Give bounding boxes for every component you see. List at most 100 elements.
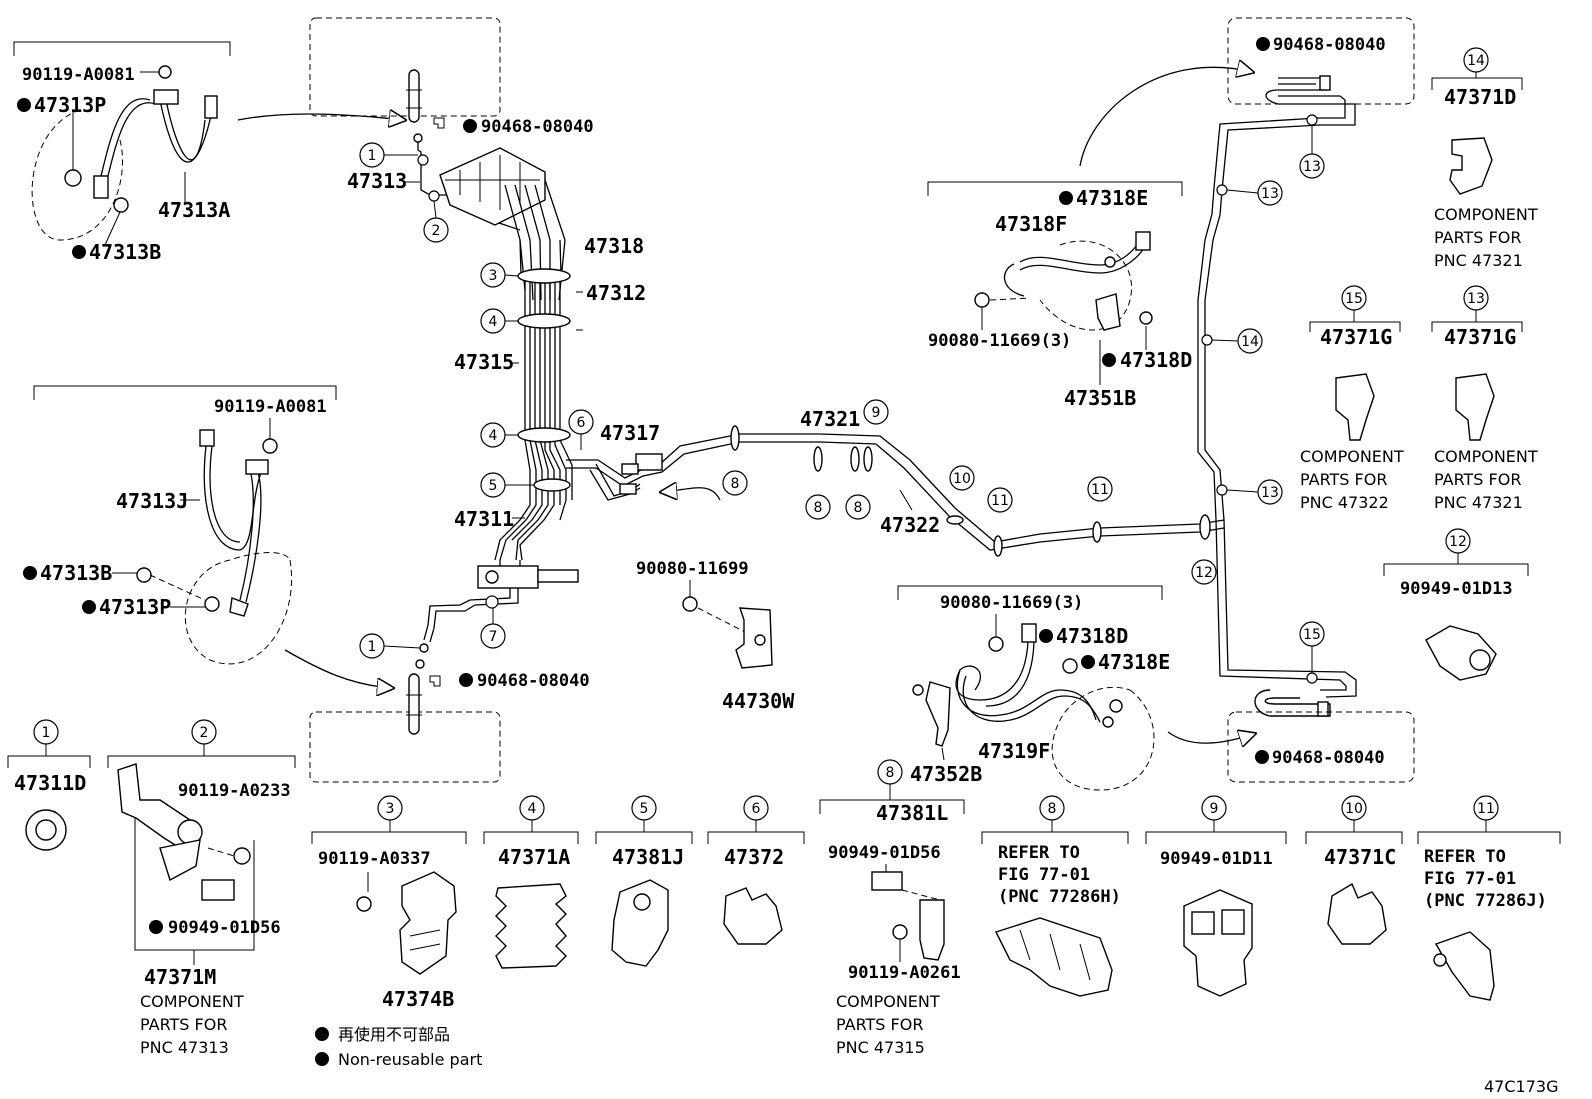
part-label: 47313P: [99, 595, 171, 619]
right-callouts: 13 13 14 13 15: [1211, 125, 1325, 673]
parts-box-10: 10 47371C: [1305, 795, 1403, 945]
callout-4: 4: [489, 428, 498, 444]
rear-left-hose-group: 90119-A0081 47313B 47313P 47313J: [23, 385, 392, 688]
callout-15: 15: [1345, 291, 1363, 307]
note-line: PARTS FOR: [140, 1015, 227, 1034]
part-number: 90949-01D56: [168, 918, 281, 938]
callout-6: 6: [577, 415, 586, 431]
part-number: 47381J: [612, 845, 684, 869]
part-label: 47318D: [1120, 348, 1192, 372]
callout-1: 1: [368, 148, 377, 164]
part-number: 90119-A0337: [318, 849, 431, 869]
parts-box-11: 11 REFER TO FIG 77-01 (PNC 77286J): [1417, 795, 1561, 1001]
callout-13: 13: [1261, 485, 1279, 501]
part-number: 47371D: [1444, 85, 1516, 109]
callout-2: 2: [432, 223, 441, 239]
part-label: 90119-A0081: [22, 65, 135, 85]
part-label: 47313P: [34, 93, 106, 117]
part-number: 47371C: [1324, 845, 1396, 869]
callout-6: 6: [752, 801, 761, 817]
note-line: COMPONENT: [140, 992, 244, 1011]
part-number: 47371M: [144, 965, 216, 989]
callout-7: 8: [886, 765, 895, 781]
rear-wheel-location-box: [1227, 711, 1415, 783]
part-label: 47318E: [1098, 650, 1170, 674]
callout-12: 12: [1449, 534, 1467, 550]
callout-3: 3: [386, 801, 395, 817]
part-label: 47313J: [116, 489, 188, 513]
wheel-cylinder-location-box: [309, 17, 501, 117]
part-number: 90949-01D13: [1400, 579, 1513, 599]
note-line: PNC 47315: [836, 1038, 925, 1057]
note-line: PARTS FOR: [1300, 470, 1387, 489]
part-label: 90468-08040: [1273, 35, 1386, 55]
part-label: 47311: [454, 507, 514, 531]
note-line: COMPONENT: [1434, 447, 1538, 466]
part-label: 47315: [454, 350, 514, 374]
note-line: PARTS FOR: [836, 1015, 923, 1034]
part-label: 47318: [584, 234, 644, 258]
parts-box-3: 3 90119-A0337 47374B: [311, 795, 467, 1011]
callout-5: 5: [489, 478, 498, 494]
part-label: 90468-08040: [477, 671, 590, 691]
part-label: 47313: [347, 169, 407, 193]
callout-12: 12: [1195, 565, 1213, 581]
part-number: 47374B: [382, 987, 454, 1011]
rear-right-hose-lower: 90080-11669(3) 47318D 47318E 47319F 8 47…: [877, 585, 1254, 791]
legend: 再使用不可部品 Non-reusable part: [315, 1025, 482, 1069]
part-label: 47313B: [89, 240, 161, 264]
callout-4: 4: [528, 801, 537, 817]
part-label: 90468-08040: [1272, 748, 1385, 768]
part-label: 47351B: [1064, 386, 1136, 410]
part-label: 47317: [600, 421, 660, 445]
part-number: 47371A: [498, 845, 570, 869]
part-number: 90119-A0233: [178, 781, 291, 801]
bundle-callouts: 1 2 3 4 4 5 6 7 1: [359, 142, 594, 659]
callout-11: 11: [1477, 801, 1495, 817]
part-label: 47352B: [910, 762, 982, 786]
part-label: 47322: [880, 513, 940, 537]
callout-4: 4: [489, 314, 498, 330]
center-callouts: 8 8 8 9 10 11 11 12: [722, 399, 1217, 585]
part-label: 90468-08040: [481, 117, 594, 137]
right-pipe-run: [1197, 75, 1357, 717]
callout-15: 15: [1303, 627, 1321, 643]
part-label: 47321: [800, 407, 860, 431]
part-label: 47319F: [978, 739, 1050, 763]
note-line: PARTS FOR: [1434, 470, 1521, 489]
note-line: REFER TO: [998, 843, 1080, 863]
note-line: PNC 47313: [140, 1038, 229, 1057]
callout-13: 13: [1303, 159, 1321, 175]
parts-box-7: 47381L 90949-01D56 90119-A0261 COMPONENT…: [819, 784, 965, 1057]
callout-10: 10: [1345, 801, 1363, 817]
callout-9: 9: [1210, 801, 1219, 817]
callout-10: 10: [953, 471, 971, 487]
callout-11: 11: [1091, 482, 1109, 498]
callout-2: 2: [200, 725, 209, 741]
parts-box-6: 6 47372: [707, 795, 805, 945]
rear-right-hose-upper: 47318E 47318F 90080-11669(3) 47318D 4735…: [927, 67, 1252, 410]
callout-1: 1: [368, 639, 377, 655]
callout-5: 5: [640, 801, 649, 817]
callout-11: 11: [991, 493, 1009, 509]
wheel-cylinder-location-box: [309, 711, 501, 783]
part-number: 47371G: [1320, 325, 1392, 349]
callout-8: 8: [731, 476, 740, 492]
callout-13: 13: [1467, 291, 1485, 307]
parts-box-8: 8 REFER TO FIG 77-01 (PNC 77286H): [981, 795, 1129, 997]
part-number: 90119-A0261: [848, 963, 961, 983]
part-label: 47318D: [1056, 624, 1128, 648]
note-line: (PNC 77286J): [1424, 891, 1547, 911]
part-label: 90080-11669(3): [940, 593, 1083, 613]
callout-14: 14: [1467, 53, 1485, 69]
main-pipe-bundle: 90468-08040: [413, 117, 594, 669]
callout-7: 7: [489, 629, 498, 645]
note-line: PNC 47322: [1300, 493, 1389, 512]
note-line: COMPONENT: [1434, 205, 1538, 224]
note-line: FIG 77-01: [998, 865, 1090, 885]
part-label: 90080-11699: [636, 559, 749, 579]
part-label: 47313A: [158, 198, 230, 222]
part-number: 47372: [724, 845, 784, 869]
part-number: 47311D: [14, 771, 86, 795]
